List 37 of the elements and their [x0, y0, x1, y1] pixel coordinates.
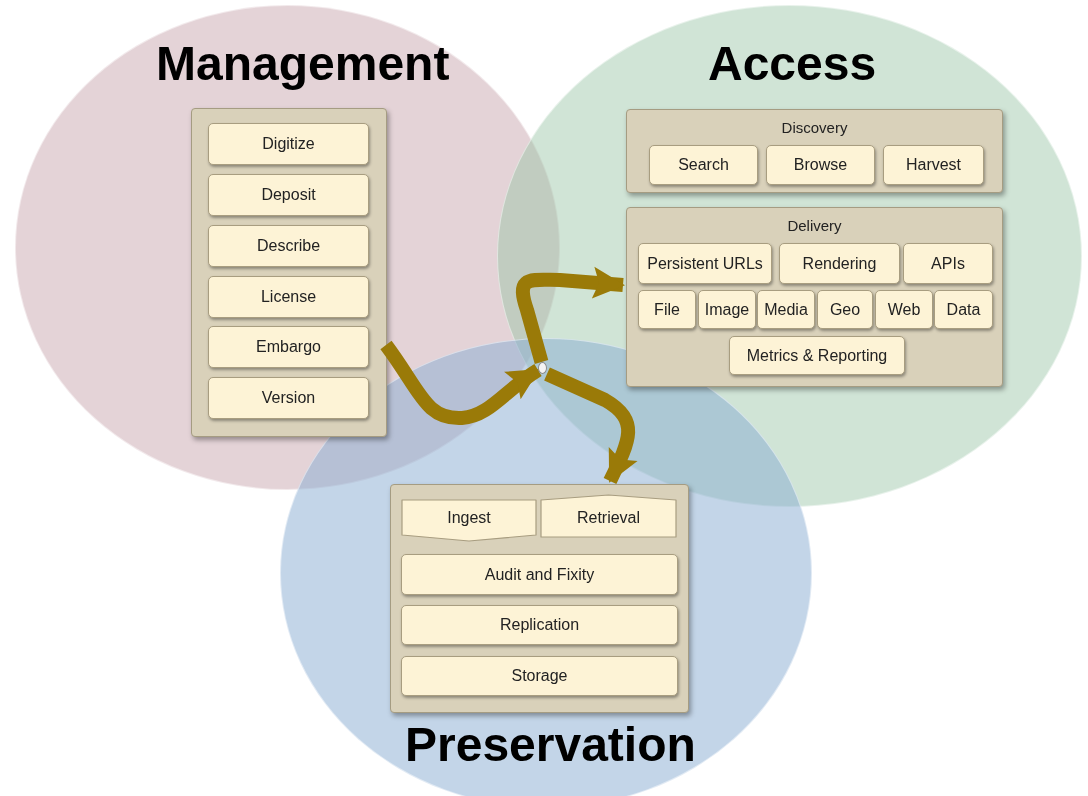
group-panel — [626, 207, 1003, 387]
item-label: Retrieval — [576, 510, 641, 526]
item-box: APIs — [903, 243, 993, 284]
circle-title: Management — [156, 40, 450, 88]
item-box: Rendering — [779, 243, 900, 284]
circle-title: Access — [708, 40, 877, 88]
item-box: Search — [649, 145, 758, 185]
flow-arrow — [515, 266, 625, 364]
item-box: Image — [698, 290, 756, 329]
item-box: Digitize — [208, 123, 369, 165]
item-box: Web — [875, 290, 933, 329]
junction-mark — [538, 362, 547, 374]
group-panel — [390, 484, 689, 713]
circle-title: Preservation — [405, 721, 696, 769]
flow-arrow — [380, 340, 542, 425]
item-box: Media — [757, 290, 815, 329]
item-label: Ingest — [447, 510, 491, 526]
item-box: Describe — [208, 225, 369, 267]
item-box: Deposit — [208, 174, 369, 216]
item-box: File — [638, 290, 696, 329]
item-box: Storage — [401, 656, 678, 696]
panel-heading: Discovery — [781, 120, 848, 135]
item-box: Embargo — [208, 326, 369, 368]
group-panel — [191, 108, 387, 437]
item-box: Harvest — [883, 145, 984, 185]
item-box: Metrics & Reporting — [729, 336, 905, 375]
item-box: Data — [934, 290, 993, 329]
group-panel — [626, 109, 1003, 193]
item-box: Persistent URLs — [638, 243, 772, 284]
item-box: Audit and Fixity — [401, 554, 678, 595]
panel-heading: Delivery — [787, 218, 842, 233]
flow-arrow — [544, 367, 638, 485]
item-box: Browse — [766, 145, 875, 185]
item-box: License — [208, 276, 369, 318]
item-box: Version — [208, 377, 369, 419]
item-box: Geo — [817, 290, 873, 329]
item-box: Replication — [401, 605, 678, 645]
